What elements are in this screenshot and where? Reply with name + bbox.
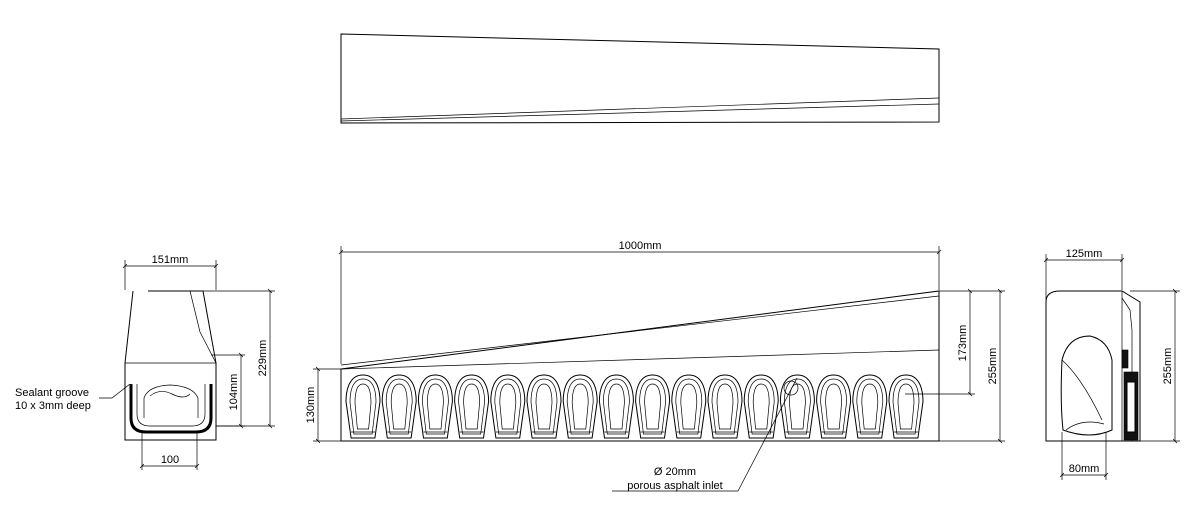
left-width-dimension: 151mm — [122, 254, 219, 290]
top-height-dimension: 173mm — [905, 288, 1005, 397]
left-height-130-label: 130mm — [305, 387, 317, 424]
left-width-label: 151mm — [152, 254, 189, 266]
left-base-label: 100 — [161, 454, 179, 466]
sealant-note-line2: 10 x 3mm deep — [15, 400, 91, 412]
inlet-description-label: porous asphalt inlet — [627, 480, 722, 492]
inlet-slot — [490, 374, 526, 439]
left-height-130-dimension: 130mm — [305, 366, 341, 444]
left-channel-dimension: 104mm — [211, 352, 245, 429]
plan-view — [340, 33, 940, 124]
inlet-diameter-label: Ø 20mm — [654, 466, 696, 478]
right-height-dimension: 255mm — [1130, 288, 1180, 444]
inlet-slot — [526, 374, 562, 439]
right-end-view: 125mm 255mm 80mm — [1043, 248, 1180, 480]
inlet-slot — [454, 374, 490, 439]
right-height-255-dimension: 255mm — [939, 288, 1005, 444]
inlet-slot — [417, 374, 453, 439]
inlet-slot — [598, 374, 634, 439]
inlet-slots — [345, 374, 924, 439]
left-height-label: 229mm — [257, 340, 269, 377]
top-height-label: 173mm — [957, 325, 969, 362]
left-end-view: 151mm 229mm 104mm 100 Sealant groove 10 … — [15, 254, 275, 470]
left-base-dimension: 100 — [139, 433, 200, 470]
inlet-slot — [743, 374, 779, 439]
left-channel-height-label: 104mm — [228, 374, 240, 411]
inlet-slot — [562, 374, 598, 439]
inlet-slot — [381, 374, 417, 439]
length-label: 1000mm — [619, 240, 662, 252]
inlet-slot — [852, 374, 888, 439]
inlet-slot — [345, 374, 381, 439]
right-base-dimension: 80mm — [1059, 432, 1109, 480]
right-width-label: 125mm — [1066, 248, 1103, 260]
length-dimension: 1000mm — [338, 240, 942, 364]
sealant-note-line1: Sealant groove — [15, 387, 89, 399]
inlet-slot — [671, 374, 707, 439]
right-height-label: 255mm — [1162, 348, 1174, 385]
inlet-slot — [707, 374, 743, 439]
front-elevation: Ø 20mm porous asphalt inlet 1000mm 130mm… — [305, 240, 1005, 492]
inlet-slot — [635, 374, 671, 439]
right-width-dimension: 125mm — [1043, 248, 1125, 300]
inlet-slot — [816, 374, 852, 439]
right-base-label: 80mm — [1069, 463, 1100, 475]
inlet-callout: Ø 20mm porous asphalt inlet — [612, 377, 799, 492]
inlet-slot — [888, 374, 924, 439]
sealant-groove-callout: Sealant groove 10 x 3mm deep — [15, 383, 131, 412]
right-height-255-label: 255mm — [987, 348, 999, 385]
